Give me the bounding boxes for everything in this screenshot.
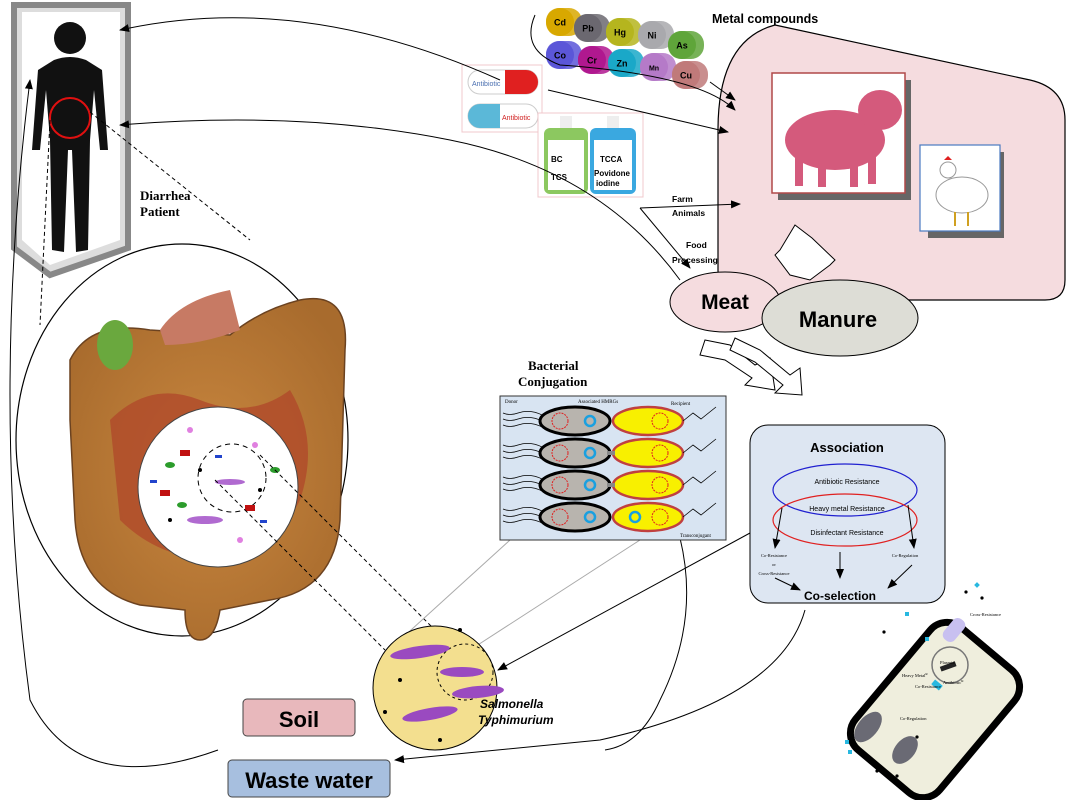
disinfectant-bottles: BC TCS TCCA Povidone iodine — [537, 112, 644, 198]
superscript: R — [925, 672, 928, 676]
antibiotic-label: Antibiotic — [943, 680, 961, 685]
metal-symbol: Cu — [680, 71, 692, 81]
metal-symbol: Zn — [617, 59, 628, 69]
gut-illustration — [15, 243, 349, 641]
farm-animals-label: Animals — [672, 208, 705, 218]
conjugation-row — [502, 501, 717, 533]
metal-cylinder-cd: Cd — [546, 8, 582, 36]
heavy-metal-label: Heavy Metal — [902, 673, 926, 678]
heavy-metal-resistance-label: Heavy metal Resistance — [809, 506, 885, 513]
svg-text:AntibioticR: AntibioticR — [943, 679, 964, 685]
salmonella-magnified — [372, 625, 504, 751]
metal-symbol: As — [676, 41, 688, 51]
metal-symbol: Pb — [582, 24, 594, 34]
bottle-label: TCCA — [600, 155, 622, 164]
conjugation-title: Conjugation — [518, 374, 588, 389]
food-processing-label: Processing — [672, 255, 718, 265]
superscript: R — [961, 679, 964, 683]
bacterial-cell-mechanisms: Cross-Resistance Plasmid Heavy MetalR An… — [845, 582, 1024, 800]
food-processing-label: Food — [686, 240, 707, 250]
plasmid-label: Plasmid — [940, 660, 955, 665]
metal-symbol: Co — [554, 51, 566, 61]
bottle-label: Povidone — [594, 169, 631, 178]
abdomen-highlight — [49, 97, 91, 139]
guide-lines — [399, 539, 641, 651]
co-regulation-label: Co-Regulation — [900, 716, 927, 721]
co-resistance-label: or — [772, 562, 776, 567]
manure-node — [761, 279, 919, 357]
farm-animals-box — [717, 24, 1066, 301]
conjugation-row — [502, 437, 717, 469]
transconjugant-label: Transconjugant — [680, 534, 712, 539]
conjugation-row — [502, 405, 717, 437]
co-regulation-label: Co-Regulation — [892, 553, 919, 558]
metal-cylinder-hg: Hg — [606, 18, 642, 46]
chicken-icon — [935, 156, 989, 226]
microbes — [150, 427, 280, 543]
antibiotic-resistance-label: Antibiotic Resistance — [815, 479, 880, 486]
patient-label: Patient — [140, 204, 180, 219]
metal-symbol: Ni — [648, 31, 657, 41]
metal-cylinder-cu: Cu — [672, 61, 708, 89]
waste-water-node — [227, 759, 391, 798]
co-resistance-label: Co-Resistance — [761, 553, 787, 558]
meat-label: Meat — [701, 291, 749, 314]
metal-cylinder-pb: Pb — [574, 14, 610, 42]
metal-symbol: Mn — [649, 66, 659, 73]
svg-text:Heavy MetalR: Heavy MetalR — [902, 672, 928, 678]
bottle-label: BC — [551, 155, 563, 164]
metal-cylinder-zn: Zn — [608, 49, 644, 77]
co-resistance-label: Cross-Resistance — [759, 571, 790, 576]
patient-label: Diarrhea — [140, 188, 191, 203]
hollow-arrow — [729, 337, 803, 396]
salmonella-label: Salmonella — [480, 697, 544, 711]
waste-water-label: Waste water — [245, 768, 373, 793]
metal-compounds-title: Metal compounds — [712, 12, 818, 26]
metal-symbol: Cd — [554, 18, 566, 28]
metal-symbol: Hg — [614, 28, 626, 38]
pig-icon — [785, 90, 902, 187]
donor-label: Donor — [505, 400, 518, 405]
disinfectant-resistance-label: Disinfectant Resistance — [810, 530, 883, 537]
metal-symbol: Cr — [587, 56, 597, 66]
conjugation-row — [502, 469, 717, 501]
co-resistance-label: Co-Resistance — [915, 684, 941, 689]
salmonella-label: Typhimurium — [478, 713, 554, 727]
pill-label: Antibiotic — [472, 81, 501, 88]
cross-resistance-label: Cross-Resistance — [970, 612, 1001, 617]
hollow-arrow — [774, 224, 836, 281]
flow-arrows — [9, 14, 806, 768]
recipient-label: Recipient — [671, 402, 691, 407]
association-title: Association — [810, 440, 884, 455]
metal-cylinder-as: As — [668, 31, 704, 59]
manure-label: Manure — [799, 307, 877, 332]
bottle-label: iodine — [596, 179, 620, 188]
human-silhouette-icon — [32, 22, 108, 252]
association-box: Association Antibiotic Resistance Heavy … — [749, 424, 946, 604]
antibiotic-pills: Antibiotic Antibiotic — [461, 64, 543, 133]
metal-cylinder-mn: Mn — [640, 53, 676, 81]
patient-figure: Diarrhea Patient — [11, 2, 191, 279]
metal-cylinder-ni: Ni — [638, 21, 674, 49]
pill-label: Antibiotic — [502, 115, 531, 122]
genes-label: Associated HMRGs — [578, 400, 618, 405]
conjugation-title: Bacterial — [528, 358, 579, 373]
co-selection-label: Co-selection — [804, 589, 876, 603]
conjugation-panel: Donor Associated HMRGs Recipient Transco… — [499, 395, 727, 541]
soil-label: Soil — [279, 707, 319, 732]
farm-animals-label: Farm — [672, 194, 693, 204]
soil-node — [242, 698, 356, 737]
